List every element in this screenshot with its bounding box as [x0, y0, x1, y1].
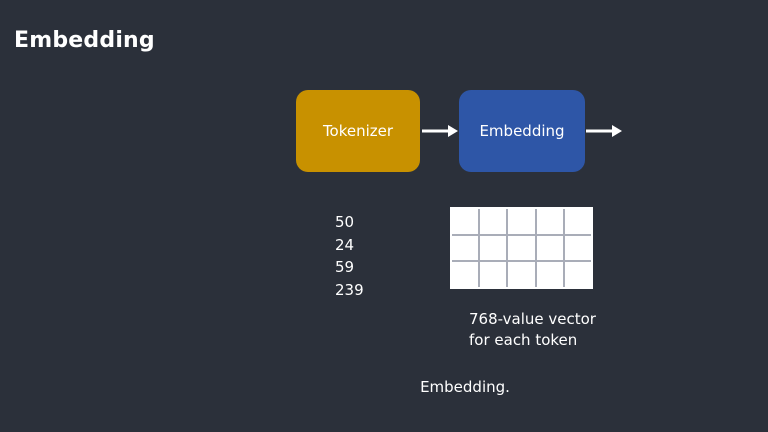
grid-cell [452, 262, 479, 287]
token-id: 59 [335, 258, 355, 276]
vector-caption-line: 768-value vector [469, 310, 596, 328]
slide-title: Embedding [14, 28, 155, 53]
grid-cell [452, 209, 479, 234]
token-id: 239 [335, 280, 364, 299]
arrow-tokenizer-to-embedding-icon [422, 125, 458, 137]
tokenizer-label: Tokenizer [322, 122, 394, 140]
grid-cell [536, 235, 563, 261]
arrow-output-icon [586, 125, 622, 137]
embedding-label: Embedding [479, 122, 565, 140]
token-id: 50 [335, 213, 355, 231]
grid-cell [564, 262, 591, 287]
grid-cell [564, 209, 591, 234]
vector-caption-line: for each token [469, 331, 578, 349]
grid-cell [536, 262, 563, 287]
embedding-vector-grid [450, 207, 593, 289]
grid-cell [508, 235, 535, 261]
grid-cell [480, 262, 507, 287]
grid-cell [508, 209, 535, 234]
grid-cell [452, 235, 479, 261]
vector-caption: 768-value vector for each token [469, 309, 596, 351]
grid-cell [536, 209, 563, 234]
grid-cell [480, 209, 507, 234]
tokenizer-box: Tokenizer [296, 90, 420, 172]
token-id-list: 50 24 59 239 [335, 211, 364, 301]
grid-cell [508, 262, 535, 287]
grid-cell [564, 235, 591, 261]
subtitle-caption: Embedding. [420, 378, 510, 396]
embedding-box: Embedding [459, 90, 585, 172]
token-id: 24 [335, 235, 355, 254]
grid-cell [480, 235, 507, 261]
